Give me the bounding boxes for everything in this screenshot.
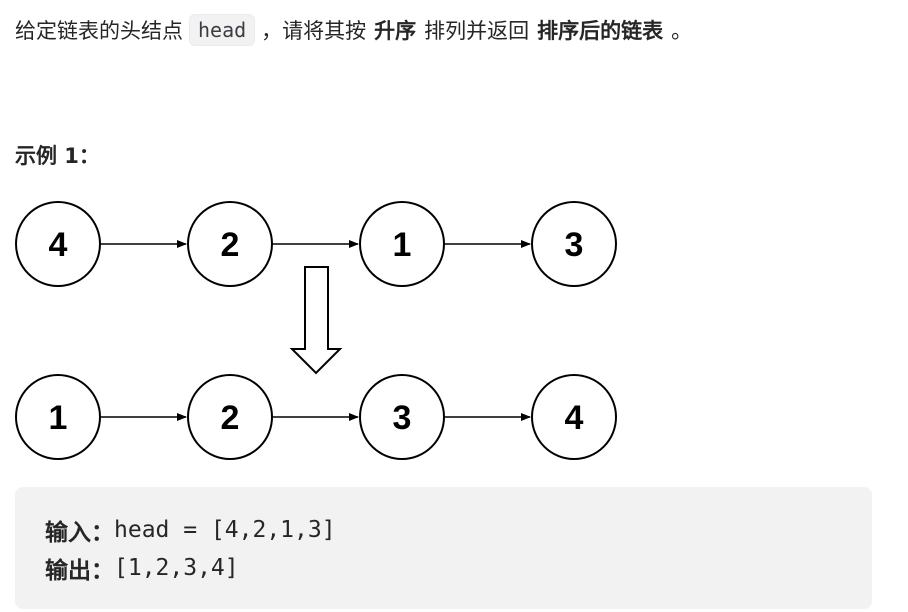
statement-text-2: ，请将其按 [261, 19, 367, 43]
example-output-line: 输出： [1,2,3,4] [45, 549, 842, 587]
output-node-label: 2 [221, 399, 240, 437]
output-list-row: 1 2 3 4 [15, 374, 617, 460]
inline-code-head: head [189, 14, 256, 46]
linked-list-diagram: 4 2 1 3 1 2 3 4 [15, 201, 617, 460]
statement-text-4: 。 [671, 19, 693, 43]
example-input-line: 输入： head = [4,2,1,3] [45, 511, 842, 549]
example-io-box: 输入： head = [4,2,1,3] 输出： [1,2,3,4] [15, 487, 872, 609]
input-value: head = [4,2,1,3] [114, 517, 336, 543]
output-node-circle [531, 374, 617, 460]
statement-bold-ascending: 升序 [374, 19, 417, 43]
input-label: 输入： [45, 520, 114, 546]
output-label: 输出： [45, 558, 114, 584]
output-value: [1,2,3,4] [114, 555, 239, 581]
statement-text-3: 排列并返回 [424, 19, 530, 43]
input-node-label: 3 [565, 226, 584, 264]
input-node-circle [531, 201, 617, 287]
down-arrow-icon [289, 266, 343, 375]
input-node-label: 1 [393, 226, 412, 264]
statement-text-1: 给定链表的头结点 [15, 19, 183, 43]
input-node-label: 4 [49, 226, 68, 264]
input-node-label: 2 [221, 226, 240, 264]
example-title: 示例 1： [15, 144, 100, 168]
output-node-label: 4 [565, 399, 584, 437]
output-node-label: 1 [49, 399, 68, 437]
problem-statement: 给定链表的头结点 head ，请将其按 升序 排列并返回 排序后的链表 。 [15, 10, 692, 50]
output-node-label: 3 [393, 399, 412, 437]
input-list-row: 4 2 1 3 [15, 201, 617, 287]
statement-bold-sorted-list: 排序后的链表 [537, 19, 664, 43]
